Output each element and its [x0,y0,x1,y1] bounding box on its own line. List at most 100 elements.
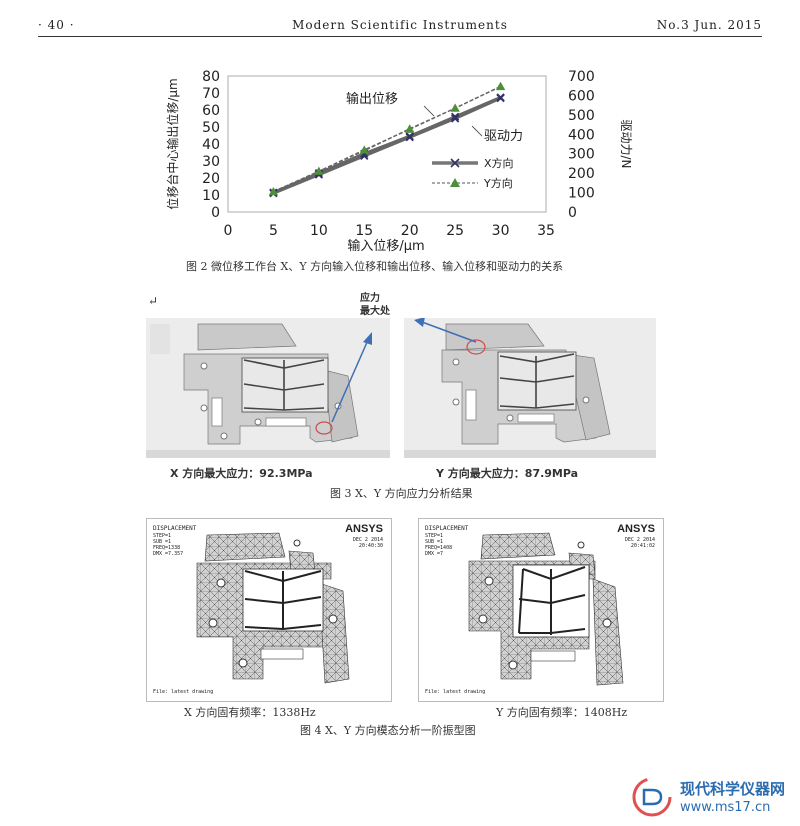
annotation-leader-force [471,125,483,137]
modal-panel-y: DISPLACEMENT STEP=1 SUB =1 FREQ=1408 DMX… [418,518,664,702]
legend-marker-y [450,178,460,187]
x-tick-label: 0 [224,223,233,239]
legend: X方向 Y方向 [432,156,514,190]
modal-footer-y: File: latest drawing [425,689,486,695]
legend-label-y: Y方向 [483,176,513,190]
figure-2-caption: 图 2 微位移工作台 X、Y 方向输入位移和输出位移、输入位移和驱动力的关系 [186,260,564,273]
force-marker-y [314,166,324,175]
force-marker-y [268,187,278,196]
stress-label-x: X 方向最大应力：92.3MPa [170,467,313,480]
modal-time-y: 20:41:02 [630,543,655,549]
x-tick-label: 15 [355,223,373,239]
modal-param-x-freq: FREQ=1338 [153,545,181,551]
page-number: · 40 · [38,18,75,32]
y2-tick-label: 300 [568,147,595,163]
annotation-output-displacement: 输出位移 [346,91,398,107]
x-axis-label: 输入位移/μm [347,238,424,254]
stress-label-y: Y 方向最大应力：87.9MPa [436,467,579,480]
watermark-site-name: 现代科学仪器网 [680,780,786,798]
modal-param-x-dmx: DMX =7.357 [153,551,184,557]
y2-tick-label: 500 [568,108,595,124]
figure-3-caption: 图 3 X、Y 方向应力分析结果 [330,487,473,500]
modal-param-x-step: STEP=1 [153,533,172,539]
modal-param-y-dmx: DMX =7 [425,551,444,557]
marker-stroke [405,132,414,141]
modal-label-y: Y 方向固有频率：1408Hz [496,706,628,719]
y-tick-label: 70 [202,86,220,102]
marker-stroke [451,112,460,121]
header-rule [38,36,762,37]
y-tick-label: 30 [202,154,220,170]
page-header: · 40 · Modern Scientific Instruments No.… [38,14,762,34]
modal-title-y: DISPLACEMENT [425,525,469,532]
mesh-drawing-y [468,532,624,686]
force-marker-y [359,145,369,154]
x-tick-label: 30 [492,223,510,239]
x-tick-label: 10 [310,223,328,239]
modal-label-x: X 方向固有频率：1338Hz [184,706,316,719]
output-marker-x [451,114,460,123]
y2-tick-label: 600 [568,88,595,104]
y2-tick-label: 200 [568,166,595,182]
marker-stroke [496,93,505,102]
y-tick-label: 80 [202,69,220,85]
annotation-driving-force: 驱动力 [484,129,523,144]
watermark-url[interactable]: www.ms17.cn [680,800,771,815]
modal-param-y-sub: SUB =1 [425,539,444,545]
modal-time-x: 20:40:30 [358,543,383,549]
legend-label-x: X方向 [484,156,514,170]
modal-param-y-step: STEP=1 [425,533,444,539]
x-tick-label: 20 [401,223,419,239]
y2-tick-label: 100 [568,186,595,202]
x-tick-label: 35 [537,223,555,239]
force-marker-y [496,82,506,91]
modal-param-x-sub: SUB =1 [153,539,172,545]
callout-stress: 应力 [360,293,380,304]
legend-marker-x [450,158,460,168]
x-tick-label: 5 [269,223,278,239]
modal-panel-x: DISPLACEMENT STEP=1 SUB =1 FREQ=1338 DMX… [146,518,392,702]
marker-stroke [451,114,460,123]
y-tick-label: 60 [202,103,220,119]
ms17-logo-icon [632,777,672,817]
y2-axis-label: 驱动力/N [619,119,633,168]
x-axis-ticks: 0 5 10 15 20 25 30 35 [224,223,555,239]
force-marker-y [450,103,460,112]
journal-name: Modern Scientific Instruments [292,18,508,32]
callout-arrows [331,318,477,423]
y-tick-label: 20 [202,171,220,187]
series-lines [272,85,502,195]
modal-param-y-freq: FREQ=1408 [425,545,453,551]
x-tick-label: 25 [446,223,464,239]
force-line-x [272,96,502,194]
y-tick-label: 10 [202,188,220,204]
y2-tick-label: 400 [568,127,595,143]
stress-panel-x [146,318,390,458]
return-mark: ↵ [148,294,159,308]
figure-3-stress [146,318,656,458]
y2-axis-ticks: 0 100 200 300 400 500 600 700 [568,69,595,221]
ansys-logo-y: ANSYS [617,523,655,535]
issue-info: No.3 Jun. 2015 [656,18,762,32]
ansys-logo-x: ANSYS [345,523,383,535]
force-marker-y [405,124,415,133]
y2-tick-label: 0 [568,205,577,221]
modal-date-y: DEC 2 2014 [624,537,655,543]
mesh-drawing-x [196,532,350,684]
site-watermark[interactable]: 现代科学仪器网 www.ms17.cn [628,772,798,822]
figure-4-caption: 图 4 X、Y 方向模态分析一阶振型图 [300,724,476,737]
y-tick-label: 40 [202,137,220,153]
modal-title-x: DISPLACEMENT [153,525,197,532]
callout-max: 最大处 [360,306,390,317]
force-marker-x [496,93,505,102]
force-marker-x [405,132,414,141]
modal-date-x: DEC 2 2014 [352,537,383,543]
y-tick-label: 0 [211,205,220,221]
y2-tick-label: 700 [568,69,595,85]
force-marker-x [451,112,460,121]
y-tick-label: 50 [202,120,220,136]
series-markers [268,81,506,198]
y-axis-label: 位移台中心输出位移/μm [165,78,180,209]
